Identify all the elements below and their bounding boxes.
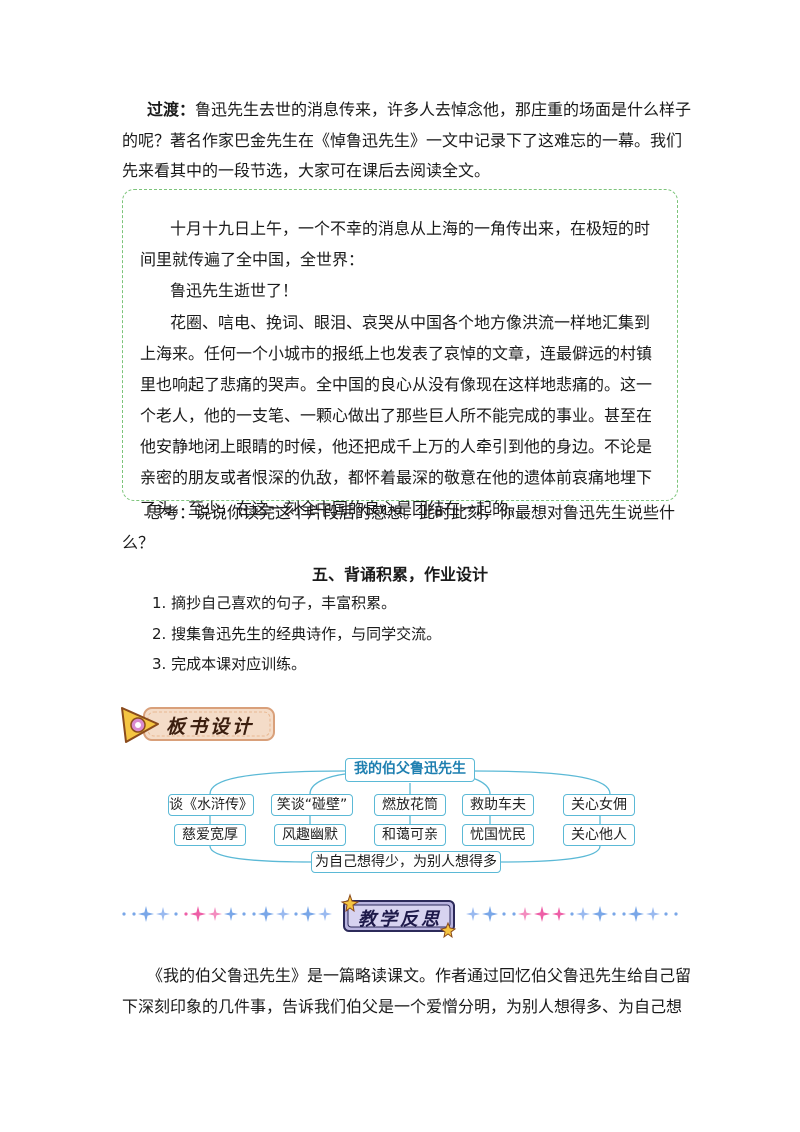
trait-node: 风趣幽默: [274, 824, 346, 846]
excerpt-line: 花圈、唁电、挽词、眼泪、哀哭从中国各个地方像洪流一样地汇集到: [170, 313, 651, 332]
think-line-1: 思考：说说你读完这个片段后的感想。此时此刻，你最想对鲁迅先生说些什: [147, 503, 676, 522]
excerpt-line: 鲁迅先生逝世了！: [170, 281, 299, 300]
excerpt-line: 间里就传遍了全中国，全世界：: [140, 250, 365, 269]
trait-node: 关心他人: [563, 824, 635, 846]
diagram-connectors: [209, 770, 611, 863]
transition-label: 过渡：: [147, 100, 196, 119]
trait-node: 和蔼可亲: [374, 824, 446, 846]
transition-line-3: 先来看其中的一段节选，大家可在课后去阅读全文。: [122, 161, 491, 180]
event-node: 笑谈“碰壁”: [271, 794, 353, 816]
excerpt-line: 了头。至少，在这一刻全中国的良心是团结在一起的。: [140, 499, 525, 518]
homework-item: 2. 搜集鲁迅先生的经典诗作，与同学交流。: [152, 625, 442, 643]
excerpt-line: 上海来。任何一个小城市的报纸上也发表了哀悼的文章，连最僻远的村镇: [140, 344, 653, 363]
reflection-line-1: 《我的伯父鲁迅先生》是一篇略读课文。作者通过回忆伯父鲁迅先生给自己留: [147, 966, 692, 985]
excerpt-line: 他安静地闭上眼睛的时候，他还把成千上万的人牵引到他的身边。不论是: [140, 437, 653, 456]
blackboard-banner: 板书设计: [118, 700, 278, 748]
blackboard-banner-label: 板书设计: [166, 716, 255, 738]
section5-heading: 五、背诵积累，作业设计: [311, 565, 488, 584]
homework-item: 3. 完成本课对应训练。: [152, 655, 307, 673]
excerpt-line: 里也响起了悲痛的哭声。全中国的良心从没有像现在这样地悲痛的。这一: [140, 375, 653, 394]
homework-item: 1. 摘抄自己喜欢的句子，丰富积累。: [152, 594, 397, 612]
reflection-banner-frame: [340, 893, 457, 939]
trait-node: 慈爱宽厚: [174, 824, 246, 846]
excerpt-box: [122, 189, 678, 501]
event-node: 救助车夫: [462, 794, 534, 816]
excerpt-line: 亲密的朋友或者恨深的仇敌，都怀着最深的敬意在他的遗体前哀痛地埋下: [140, 468, 653, 487]
excerpt-line: 个老人，他的一支笔、一颗心做出了那些巨人所不能完成的事业。甚至在: [140, 406, 653, 425]
think-line-2: 么？: [122, 533, 155, 552]
transition-text-1: 鲁迅先生去世的消息传来，许多人去悼念他，那庄重的场面是什么样子: [195, 100, 692, 119]
transition-line-1: 过渡：鲁迅先生去世的消息传来，许多人去悼念他，那庄重的场面是什么样子: [147, 100, 691, 120]
reflection-banner: 教学反思: [338, 893, 462, 939]
banner-star-icon: [121, 707, 275, 743]
transition-line-2: 的呢？著名作家巴金先生在《悼鲁迅先生》一文中记录下了这难忘的一幕。我们: [122, 131, 683, 150]
event-node: 关心女佣: [563, 794, 635, 816]
trait-node: 忧国忧民: [462, 824, 534, 846]
excerpt-line: 十月十九日上午，一个不幸的消息从上海的一角传出来，在极短的时: [170, 219, 651, 238]
reflection-line-2: 下深刻印象的几件事，告诉我们伯父是一个爱憎分明，为别人想得多、为自己想: [122, 997, 683, 1016]
reflection-banner-label: 教学反思: [358, 909, 442, 930]
event-node: 谈《水浒传》: [168, 794, 254, 816]
event-node: 燃放花筒: [374, 794, 446, 816]
summary-node: 为自己想得少，为别人想得多: [311, 851, 501, 873]
diagram-title: 我的伯父鲁迅先生: [345, 758, 475, 782]
sparkle-divider: [122, 906, 678, 922]
